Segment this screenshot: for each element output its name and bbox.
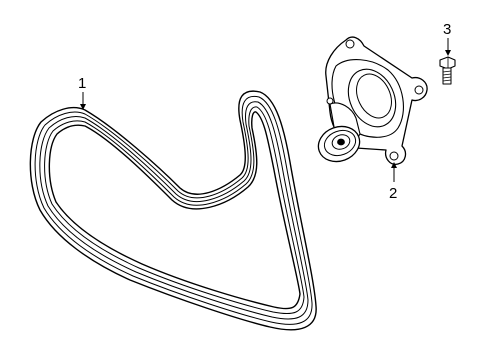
callout-3: 3 [443,21,451,38]
mounting-hole-bottom [389,151,399,161]
serpentine-belt [29,90,317,331]
leader-arrow-2 [391,162,397,168]
mounting-hole-right [414,85,424,95]
belt-tensioner [317,36,428,165]
callout-2: 2 [389,185,397,202]
tensioner-pulley [317,125,361,163]
tensioner-bolt [439,56,456,85]
callout-1: 1 [78,75,86,92]
leader-arrow-1 [80,104,86,110]
leader-lines [80,38,451,182]
leader-arrow-3 [445,50,451,56]
mounting-hole-top [345,39,355,49]
